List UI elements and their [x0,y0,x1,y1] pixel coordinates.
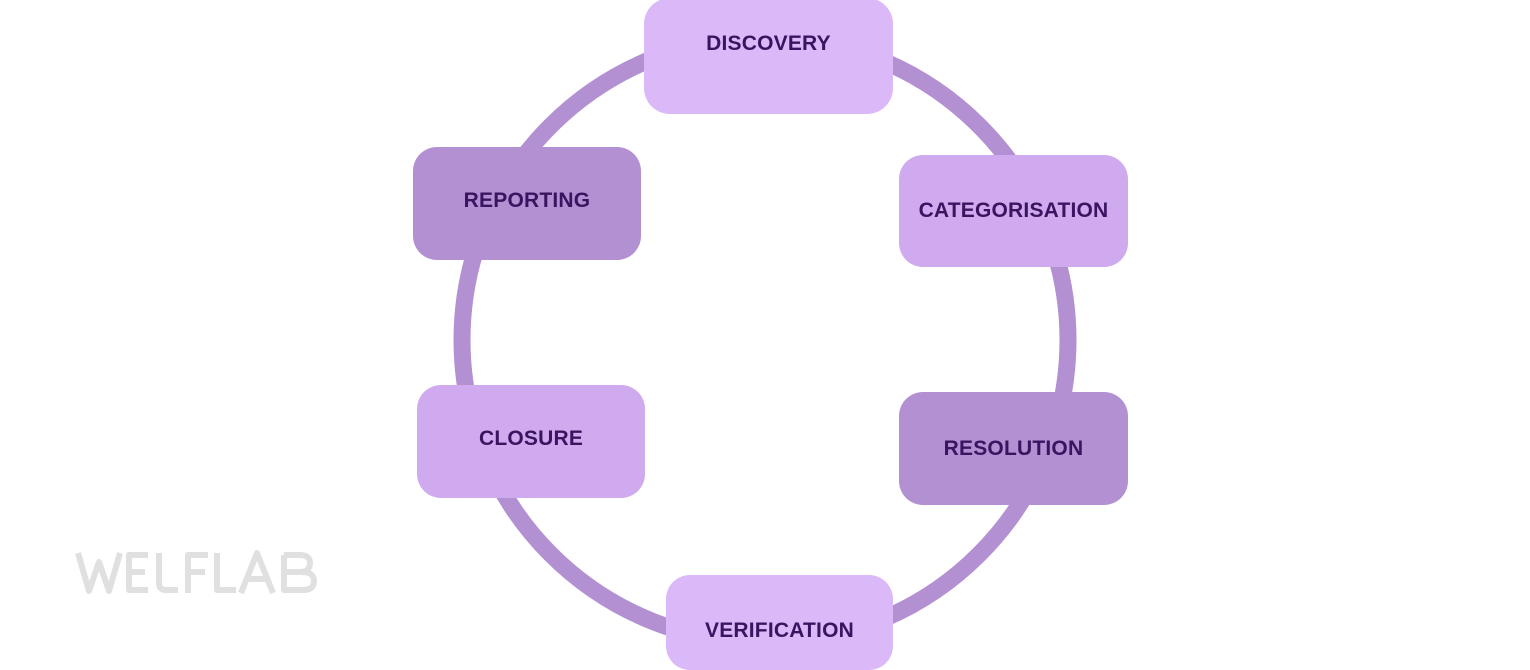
stage-label-resolution: RESOLUTION [943,436,1084,460]
stage-reporting: REPORTING [413,147,641,260]
stage-verification: VERIFICATION [666,575,893,670]
welflab-logo [75,550,317,595]
stage-label-closure: CLOSURE [478,427,584,450]
stage-categorisation: CATEGORISATION [899,155,1128,267]
stage-label-categorisation: CATEGORISATION [918,199,1109,222]
stage-label-reporting: REPORTING [463,189,591,212]
stage-discovery: DISCOVERY [644,0,893,114]
stage-resolution: RESOLUTION [899,392,1128,505]
stage-label-discovery: DISCOVERY [706,32,831,55]
stage-label-verification: VERIFICATION [704,619,854,642]
stage-closure: CLOSURE [417,385,645,498]
